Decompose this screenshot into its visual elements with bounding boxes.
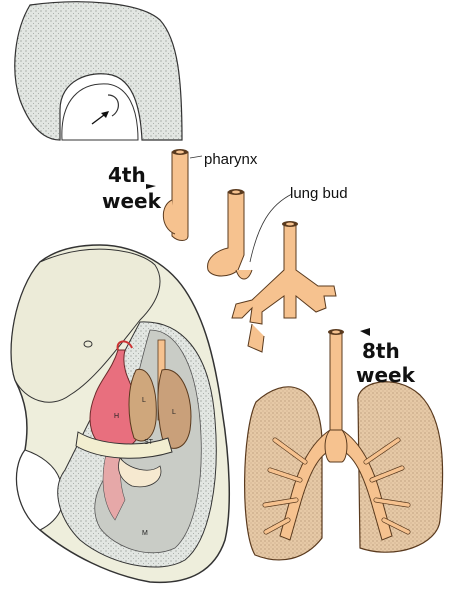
label-liver-right: L xyxy=(172,409,176,416)
label-week4-word: week xyxy=(102,189,162,213)
stage-lung-bud xyxy=(207,189,253,280)
embryo-side-view xyxy=(10,244,231,584)
label-week4-number: 4th xyxy=(108,163,146,187)
stage-8th-week-lungs xyxy=(244,328,444,561)
label-mesonephros: M xyxy=(142,530,148,537)
stage-early-branching xyxy=(231,221,337,353)
label-week8-number: 8th xyxy=(362,339,400,363)
embryo-section-top xyxy=(14,1,183,141)
label-week8-word: week xyxy=(356,363,416,387)
stage-4th-week xyxy=(146,149,189,241)
label-heart: H xyxy=(114,413,119,420)
eye-icon xyxy=(83,340,93,348)
label-liver-left: L xyxy=(142,397,146,404)
label-lung-bud: lung bud xyxy=(290,185,348,202)
label-stomach: ST xyxy=(144,439,154,446)
label-pharynx: pharynx xyxy=(204,151,258,168)
